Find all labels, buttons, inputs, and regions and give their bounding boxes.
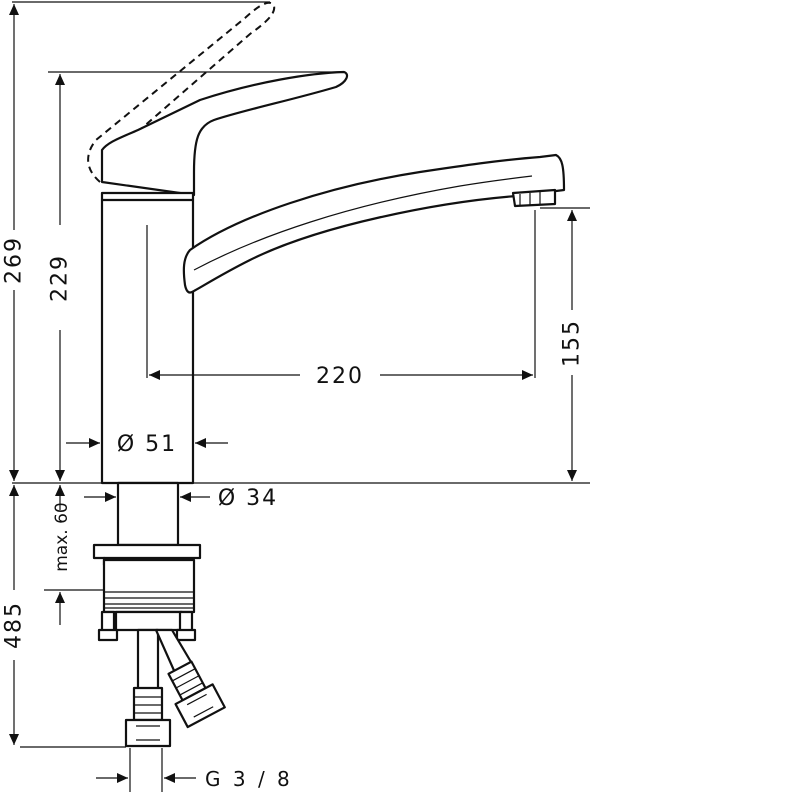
hose-fitting-right: [167, 660, 226, 729]
hose-left: [136, 628, 160, 692]
nut-collar: [114, 610, 184, 632]
aerator: [511, 188, 557, 208]
dim-spout-reach: 220: [316, 364, 364, 389]
dim-body-diameter: Ø 51: [117, 432, 177, 457]
dim-max-deck-thickness: max. 60: [52, 502, 72, 571]
spout-highlight: [193, 175, 533, 271]
lever-handle: [100, 70, 349, 197]
hose-fitting-left: [124, 686, 172, 748]
dim-shank-diameter: Ø 34: [218, 486, 278, 511]
spout: [182, 153, 566, 294]
dim-total-height: 269: [2, 236, 27, 284]
dim-spout-clearance: 155: [560, 319, 585, 367]
shank: [116, 481, 180, 547]
dim-body-height: 229: [48, 254, 73, 302]
mounting-plate: [92, 543, 202, 560]
dimension-lines: [9, 1, 590, 792]
mounting-nut: [102, 558, 196, 614]
dim-hose-length: 485: [2, 601, 27, 649]
dim-connection-thread: G 3 / 8: [205, 767, 293, 791]
